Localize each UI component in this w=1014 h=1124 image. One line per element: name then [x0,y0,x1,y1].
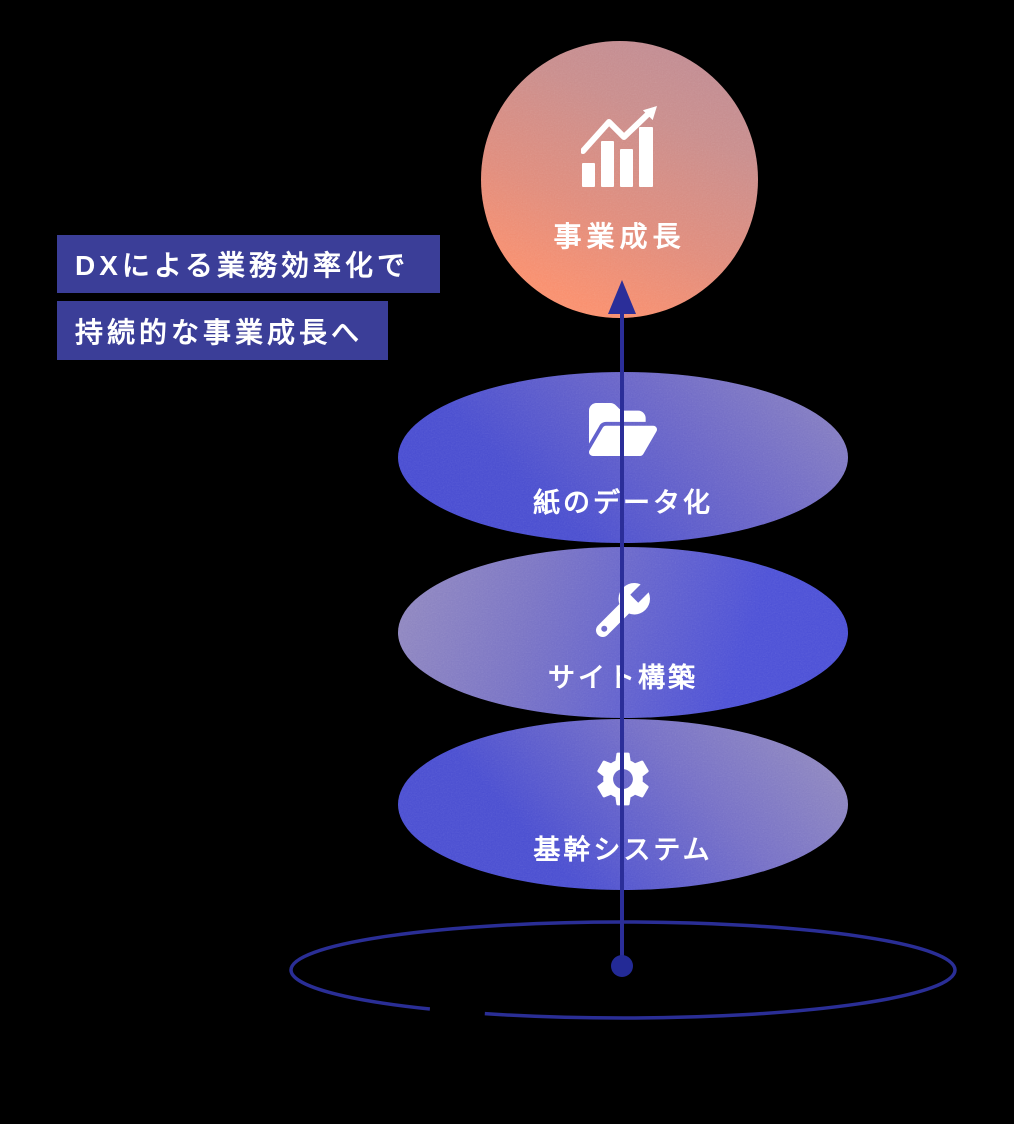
stage-ellipse-paper-digitization: 紙のデータ化 [398,372,848,543]
open-folder-icon [589,403,657,456]
stage-ellipse-site-construction: サイト構築 [398,547,848,718]
goal-label: 事業成長 [553,221,686,252]
stage-ellipse-core-system: 基幹システム [398,719,848,890]
headline-line-1: DXによる業務効率化で [57,235,440,293]
stage-label-core-system: 基幹システム [533,835,713,865]
stage-label-site-construction: サイト構築 [548,663,698,693]
stage-label-paper-digitization: 紙のデータ化 [533,488,713,518]
goal-circle-business-growth: 事業成長 [481,41,758,318]
gear-icon [597,752,649,806]
bar-chart-growth-icon [580,106,657,187]
headline-line-2: 持続的な事業成長へ [57,301,388,360]
headline-line-1-text: DXによる業務効率化で [75,250,410,281]
headline-line-2-text: 持続的な事業成長へ [75,316,364,348]
wrench-icon [587,574,659,646]
base-orbit-ellipse [289,920,957,1020]
